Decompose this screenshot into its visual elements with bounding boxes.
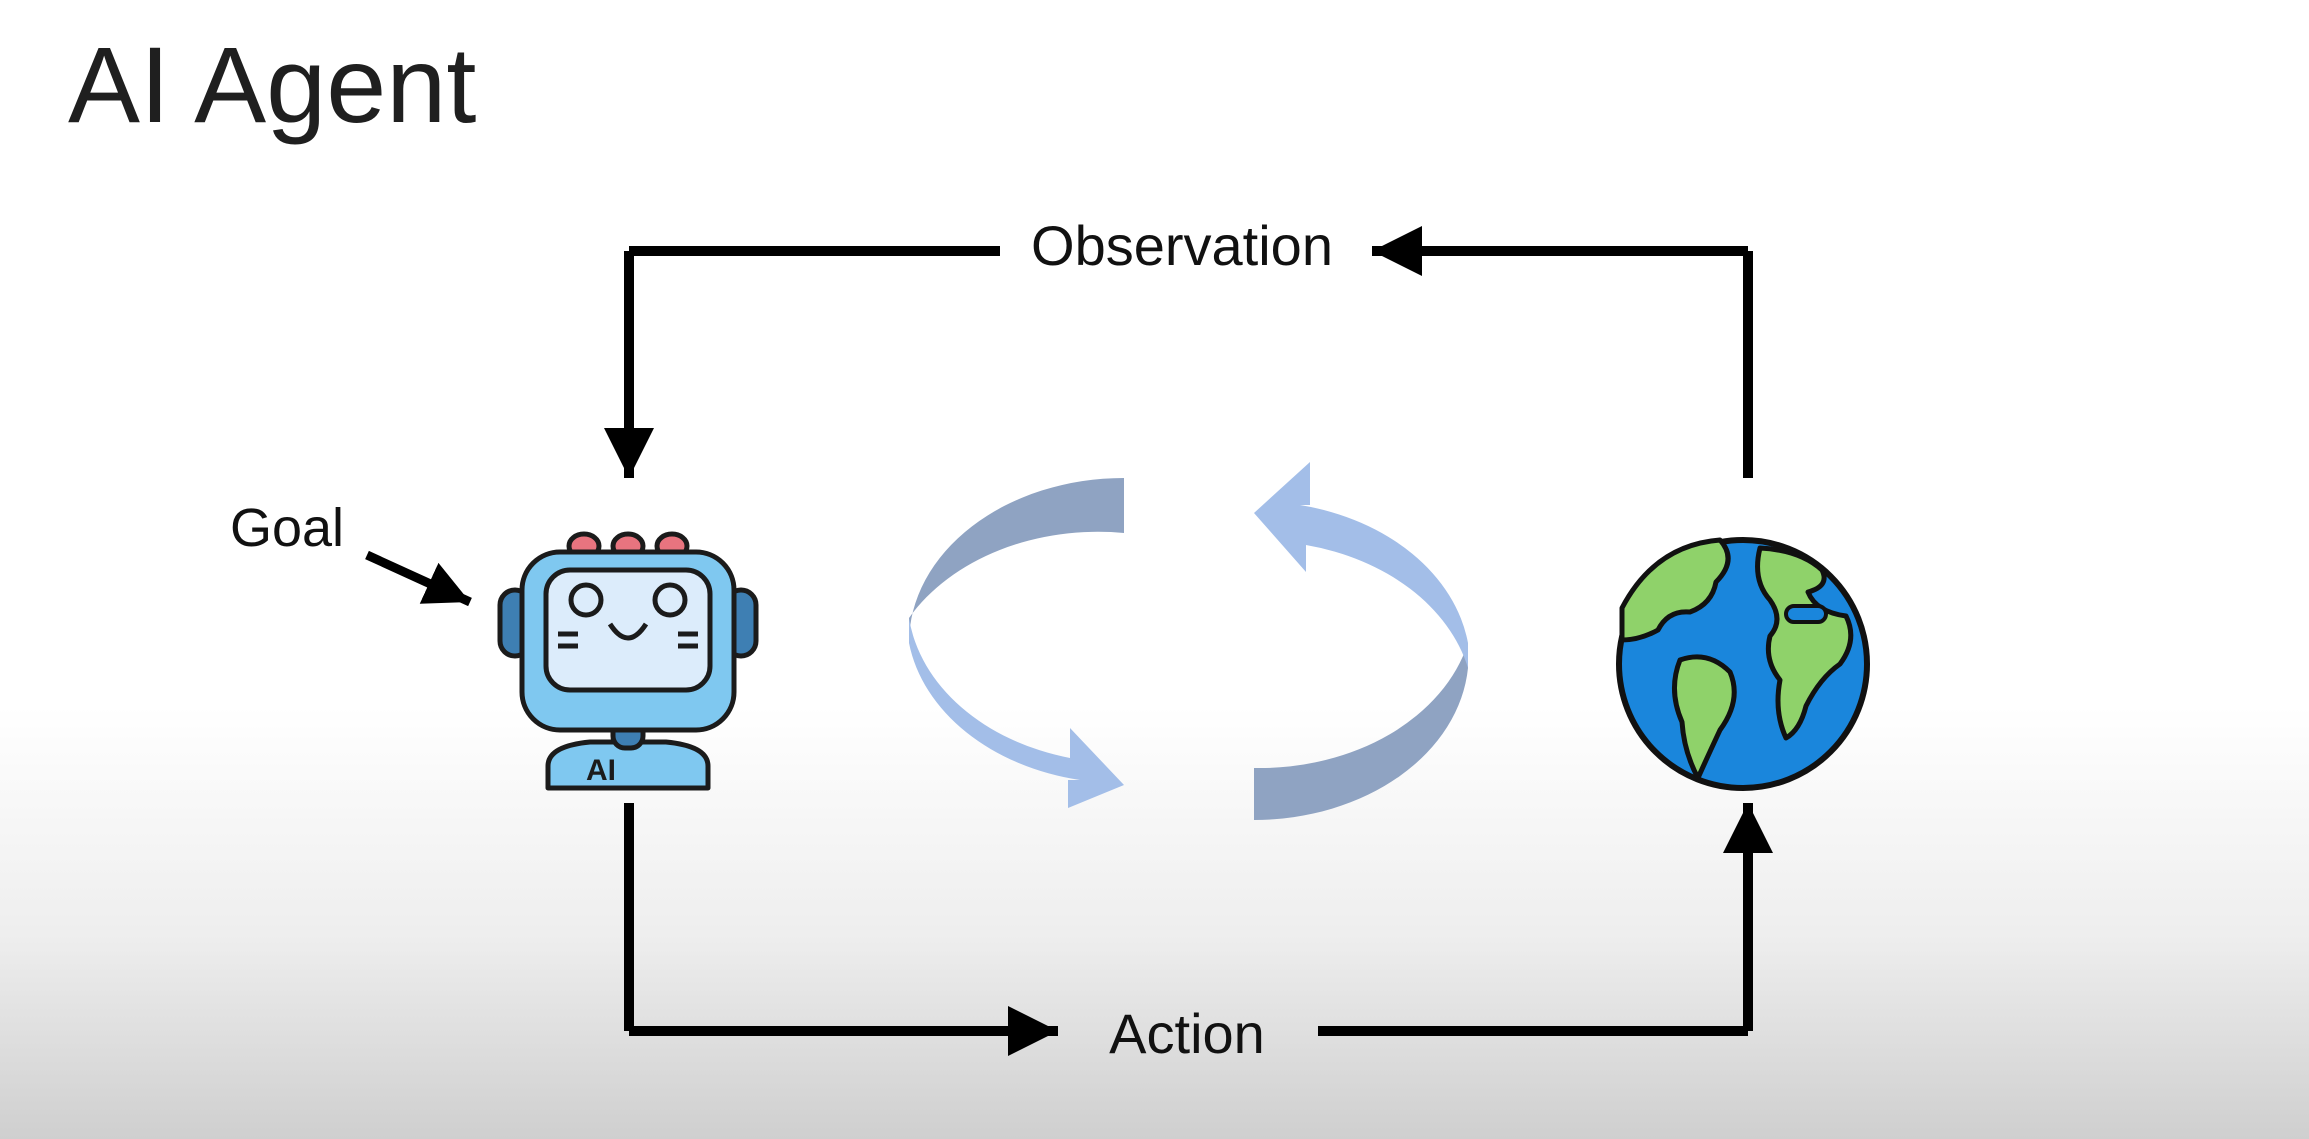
globe-land-south-america	[1671, 654, 1737, 781]
action-arrow	[624, 803, 1773, 1056]
cycle-right-band-front	[1254, 462, 1468, 668]
observation-label: Observation	[1031, 214, 1333, 277]
action-label: Action	[1109, 1002, 1265, 1065]
robot-badge-text: AI	[586, 754, 616, 787]
globe-icon	[1616, 537, 1870, 791]
cycle-left-band-front	[909, 618, 1124, 808]
robot-eye-right	[652, 582, 688, 618]
robot-icon: AI	[497, 531, 759, 791]
slide-title: AI Agent	[68, 24, 477, 145]
observation-arrow	[604, 226, 1753, 478]
globe-land-north-america	[1619, 537, 1731, 643]
globe-land-africa	[1755, 545, 1854, 741]
cycle-right-band-back	[1254, 643, 1468, 820]
globe-lake	[1784, 604, 1828, 624]
robot-smile	[607, 622, 649, 641]
cycle-left-band-back	[909, 478, 1124, 643]
cycle-arrows-icon	[909, 462, 1468, 820]
goal-arrow	[365, 550, 472, 607]
robot-eye-left	[568, 582, 604, 618]
robot-body	[545, 739, 711, 791]
robot-screen	[543, 567, 713, 693]
goal-label: Goal	[229, 498, 345, 558]
